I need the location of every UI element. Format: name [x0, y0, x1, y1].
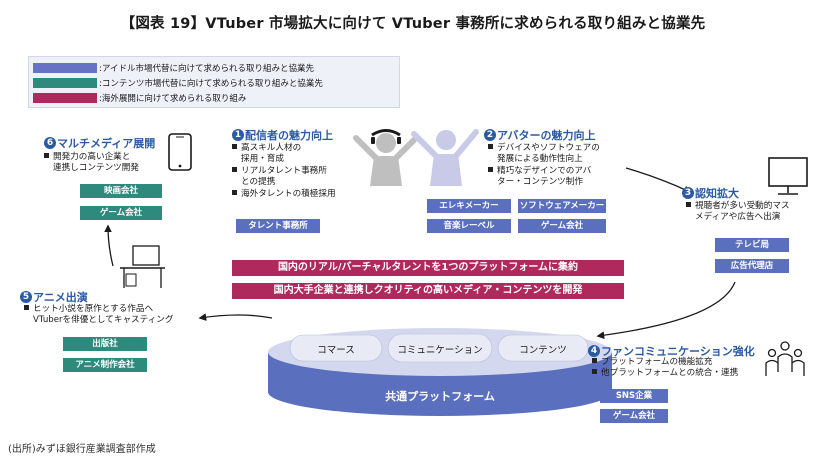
arrow-3-to-4 — [596, 281, 736, 340]
platform-base-label: 共通プラットフォーム — [385, 390, 495, 403]
section-3-bullets: 視聴者が多い受動的マス メディアや広告へ出演 — [686, 201, 826, 224]
section-2-title: 2 アバターの魅力向上 — [484, 127, 596, 143]
bullet-item: 精巧なデザインでのアバ — [488, 166, 628, 177]
platform-cylinder — [268, 328, 612, 416]
bullet-text: 開発力の高い企業と — [53, 152, 131, 162]
bullet-item: リアルタレント事務所 — [232, 166, 372, 177]
section-1-title-text: 配信者の魅力向上 — [245, 129, 333, 142]
bullet-text: 視聴者が多い受動的マス — [695, 201, 790, 211]
desk-icon — [120, 245, 165, 288]
legend-swatch-overseas — [33, 92, 97, 103]
smartphone-icon — [168, 133, 192, 171]
partner-talent-agency: タレント事務所 — [236, 219, 320, 233]
partner-film-company: 映画会社 — [80, 184, 162, 198]
bullet-item: 海外タレントの積極採用 — [232, 189, 372, 200]
bullet-cont: 連携しコンテンツ開発 — [53, 163, 139, 174]
partner-electronics-maker: エレキメーカー — [427, 199, 511, 213]
bullet-item: プラットフォームの機能拡充 — [592, 357, 764, 368]
legend-row-content: :コンテンツ市場代替に向けて求められる取り組みと協業先 — [33, 76, 323, 89]
section-6-number: 6 — [44, 137, 56, 149]
legend-text-content: :コンテンツ市場代替に向けて求められる取り組みと協業先 — [99, 78, 323, 89]
bullet-cont: メディアや広告へ出演 — [695, 212, 781, 223]
partner-game-company-6: ゲーム会社 — [80, 206, 162, 220]
bullet-cont: 採用・育成 — [241, 154, 284, 165]
legend-row-overseas: :海外展開に向けて求められる取り組み — [33, 91, 246, 104]
section-3-title-text: 認知拡大 — [695, 187, 739, 200]
legend-text-idol: :アイドル市場代替に向けて求められる取り組みと協業先 — [99, 63, 314, 74]
section-6-title-text: マルチメディア展開 — [57, 137, 156, 150]
arrow-5-to-6 — [104, 224, 114, 267]
partner-game-company-4: ゲーム会社 — [600, 409, 668, 423]
partner-ad-agency: 広告代理店 — [715, 259, 789, 273]
legend-swatch-idol — [33, 62, 97, 73]
bullet-text: リアルタレント事務所 — [241, 165, 327, 176]
legend-text-overseas: :海外展開に向けて求められる取り組み — [99, 93, 247, 104]
legend: :アイドル市場代替に向けて求められる取り組みと協業先 :コンテンツ市場代替に向け… — [28, 56, 400, 108]
bullet-text: 他プラットフォームとの統合・連携 — [601, 368, 739, 379]
platform-item-commerce: コマース — [317, 345, 355, 356]
legend-swatch-content — [33, 77, 97, 88]
section-5-title-text: アニメ出演 — [33, 291, 88, 304]
section-4-title: 4 ファンコミュニケーション強化 — [588, 343, 755, 359]
section-1-bullets: 高スキル人材の 採用・育成 リアルタレント事務所 との提携 海外タレントの積極採… — [232, 143, 372, 200]
section-2-number: 2 — [484, 129, 496, 141]
section-4-bullets: プラットフォームの機能拡充 他プラットフォームとの統合・連携 — [592, 357, 764, 380]
platform-item-content: コンテンツ — [519, 345, 567, 356]
partner-software-maker: ソフトウェアメーカー — [518, 199, 606, 213]
section-3-number: 3 — [682, 187, 694, 199]
bullet-text: ヒット小説を原作とする作品へ — [33, 304, 154, 314]
platform-item-communication: コミュニケーション — [397, 345, 483, 356]
partner-anime-studio: アニメ制作会社 — [63, 358, 147, 372]
section-6-title: 6 マルチメディア展開 — [44, 135, 155, 151]
bullet-cont: 発展による動作性向上 — [497, 154, 583, 165]
page-title: 【図表 19】VTuber 市場拡大に向けて VTuber 事務所に求められる取… — [120, 16, 706, 32]
bullet-text: プラットフォームの機能拡充 — [601, 357, 713, 367]
partner-tv-station: テレビ局 — [715, 238, 789, 252]
bullet-text: 海外タレントの積極採用 — [241, 188, 336, 199]
bullet-text: 精巧なデザインでのアバ — [497, 165, 592, 176]
section-4-number: 4 — [588, 345, 600, 357]
people-icon — [765, 341, 805, 376]
overseas-band-2: 国内大手企業と連携しクオリティの高いメディア・コンテンツを開発 — [232, 283, 624, 299]
section-5-bullets: ヒット小説を原作とする作品へ VTuberを俳優としてキャスティング — [24, 304, 214, 327]
avatar-icon — [411, 129, 479, 186]
section-2-title-text: アバターの魅力向上 — [497, 129, 596, 142]
section-5-title: 5 アニメ出演 — [20, 289, 88, 305]
partner-sns-company: SNS企業 — [600, 389, 668, 403]
section-4-title-text: ファンコミュニケーション強化 — [601, 345, 755, 358]
partner-publisher: 出版社 — [63, 337, 147, 351]
section-6-bullets: 開発力の高い企業と 連携しコンテンツ開発 — [44, 152, 174, 175]
monitor-icon — [768, 157, 808, 195]
bullet-text: デバイスやソフトウェアの — [497, 143, 600, 153]
arrow-2-to-3 — [625, 167, 692, 193]
bullet-item: デバイスやソフトウェアの — [488, 143, 628, 154]
source-note: (出所)みずほ銀行産業調査部作成 — [8, 444, 156, 455]
bullet-item: 開発力の高い企業と — [44, 152, 174, 163]
section-3-title: 3 認知拡大 — [682, 185, 739, 201]
section-1-number: 1 — [232, 129, 244, 141]
section-2-bullets: デバイスやソフトウェアの 発展による動作性向上 精巧なデザインでのアバ ター・コ… — [488, 143, 628, 189]
bullet-cont: との提携 — [241, 177, 276, 188]
bullet-cont: VTuberを俳優としてキャスティング — [33, 315, 174, 326]
bullet-item: 視聴者が多い受動的マス — [686, 201, 826, 212]
section-5-number: 5 — [20, 291, 32, 303]
bullet-item: 他プラットフォームとの統合・連携 — [592, 368, 764, 379]
bullet-text: 高スキル人材の — [241, 143, 302, 153]
overseas-band-1: 国内のリアル/バーチャルタレントを1つのプラットフォームに集約 — [232, 260, 624, 276]
partner-game-company-2: ゲーム会社 — [518, 219, 606, 233]
bullet-item: 高スキル人材の — [232, 143, 372, 154]
arrow-platform-to-5 — [198, 313, 273, 321]
bullet-cont: ター・コンテンツ制作 — [497, 177, 583, 188]
person-icon — [353, 129, 417, 186]
section-1-title: 1 配信者の魅力向上 — [232, 127, 333, 143]
bullet-item: ヒット小説を原作とする作品へ — [24, 304, 214, 315]
partner-music-label: 音楽レーベル — [427, 219, 511, 233]
legend-row-idol: :アイドル市場代替に向けて求められる取り組みと協業先 — [33, 61, 314, 74]
